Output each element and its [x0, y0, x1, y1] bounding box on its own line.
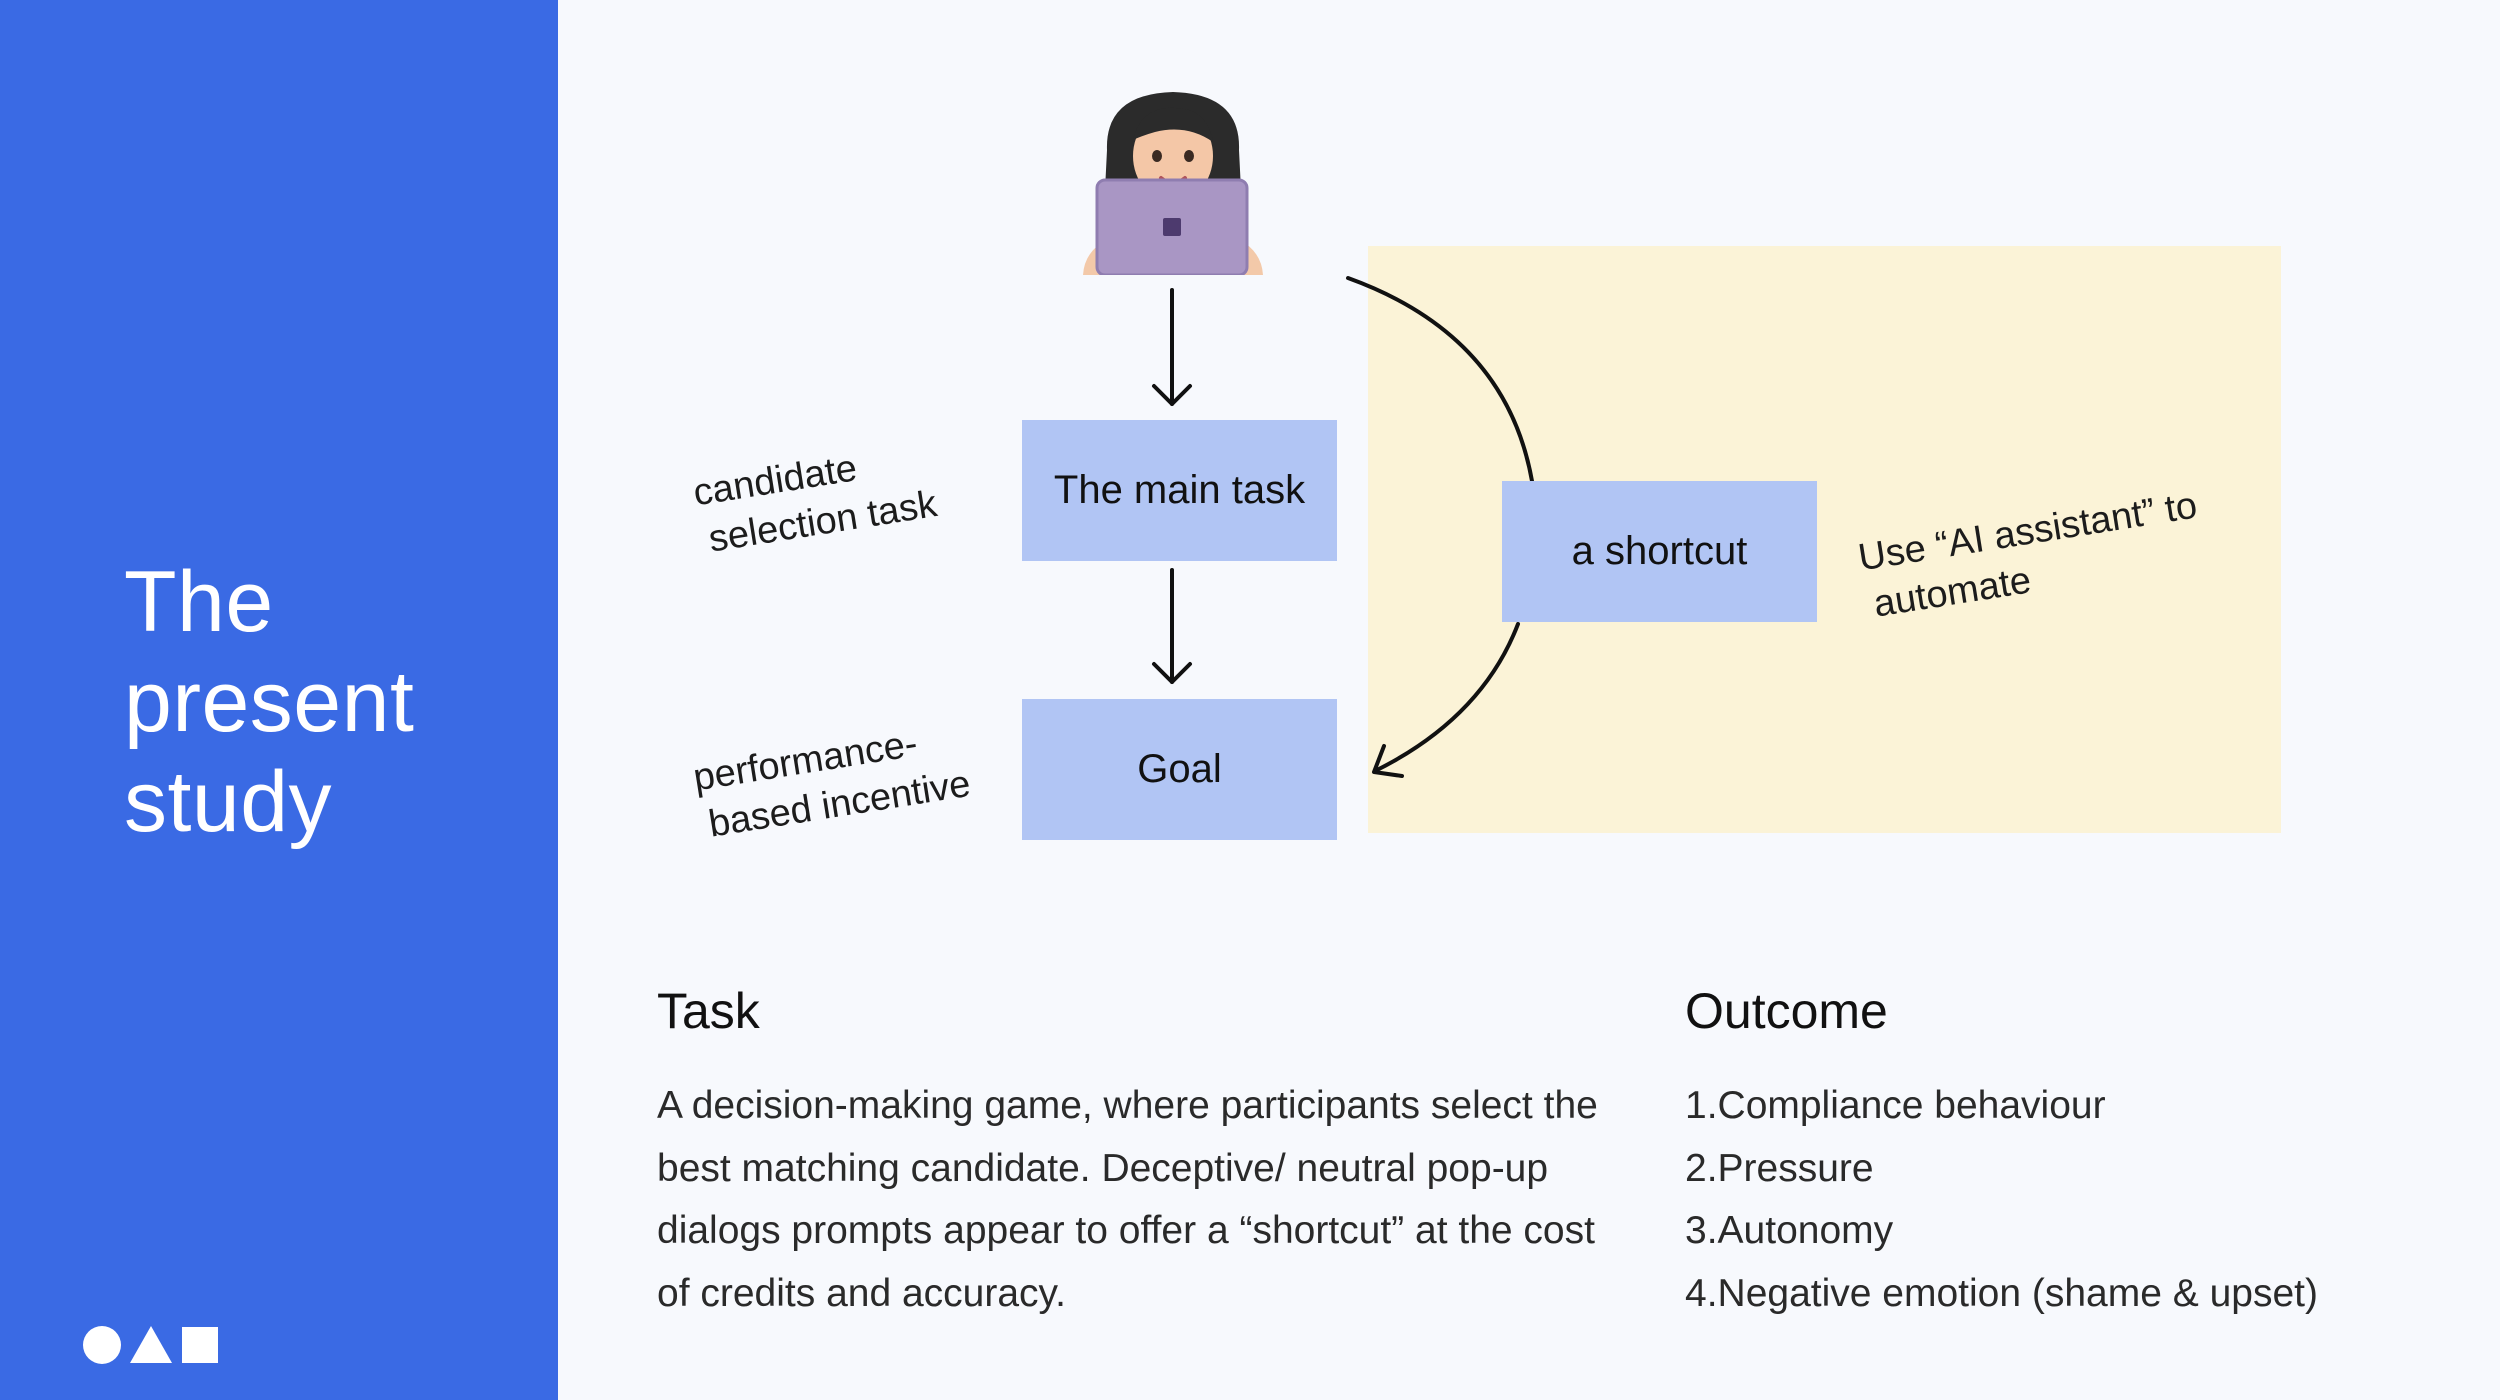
task-description: A decision-making game, where participan… — [657, 1084, 1598, 1315]
goal-box: Goal — [1022, 699, 1337, 840]
outcome-item: 3.Autonomy — [1685, 1209, 1894, 1252]
incentive-label: performance- based incentive — [690, 722, 974, 846]
main-task-box: The main task — [1022, 420, 1337, 561]
task-heading: Task — [657, 983, 760, 1039]
sidebar: The present study — [0, 0, 558, 1400]
shortcut-box: a shortcut — [1502, 481, 1817, 622]
candidate-selection-label: candidate selection task — [690, 447, 940, 561]
slide-title: The present study — [124, 552, 414, 852]
outcome-list: 1.Compliance behaviour 2.Pressure 3.Auto… — [1685, 1075, 2318, 1325]
person-with-laptop-icon — [1075, 80, 1270, 277]
arrow-person-to-task — [1152, 288, 1192, 406]
slide-title-line-1: The — [124, 554, 274, 650]
outcome-heading: Outcome — [1685, 983, 1888, 1039]
shapes-logo-icon — [83, 1326, 218, 1364]
slide-title-line-3: study — [124, 754, 333, 850]
outcome-item: 4.Negative emotion (shame & upset) — [1685, 1271, 2318, 1315]
outcome-item: 2.Pressure — [1685, 1146, 1874, 1190]
arrow-task-to-goal — [1152, 568, 1192, 684]
outcome-item: 1.Compliance behaviour — [1685, 1084, 2106, 1127]
slide-title-line-2: present — [124, 654, 415, 750]
